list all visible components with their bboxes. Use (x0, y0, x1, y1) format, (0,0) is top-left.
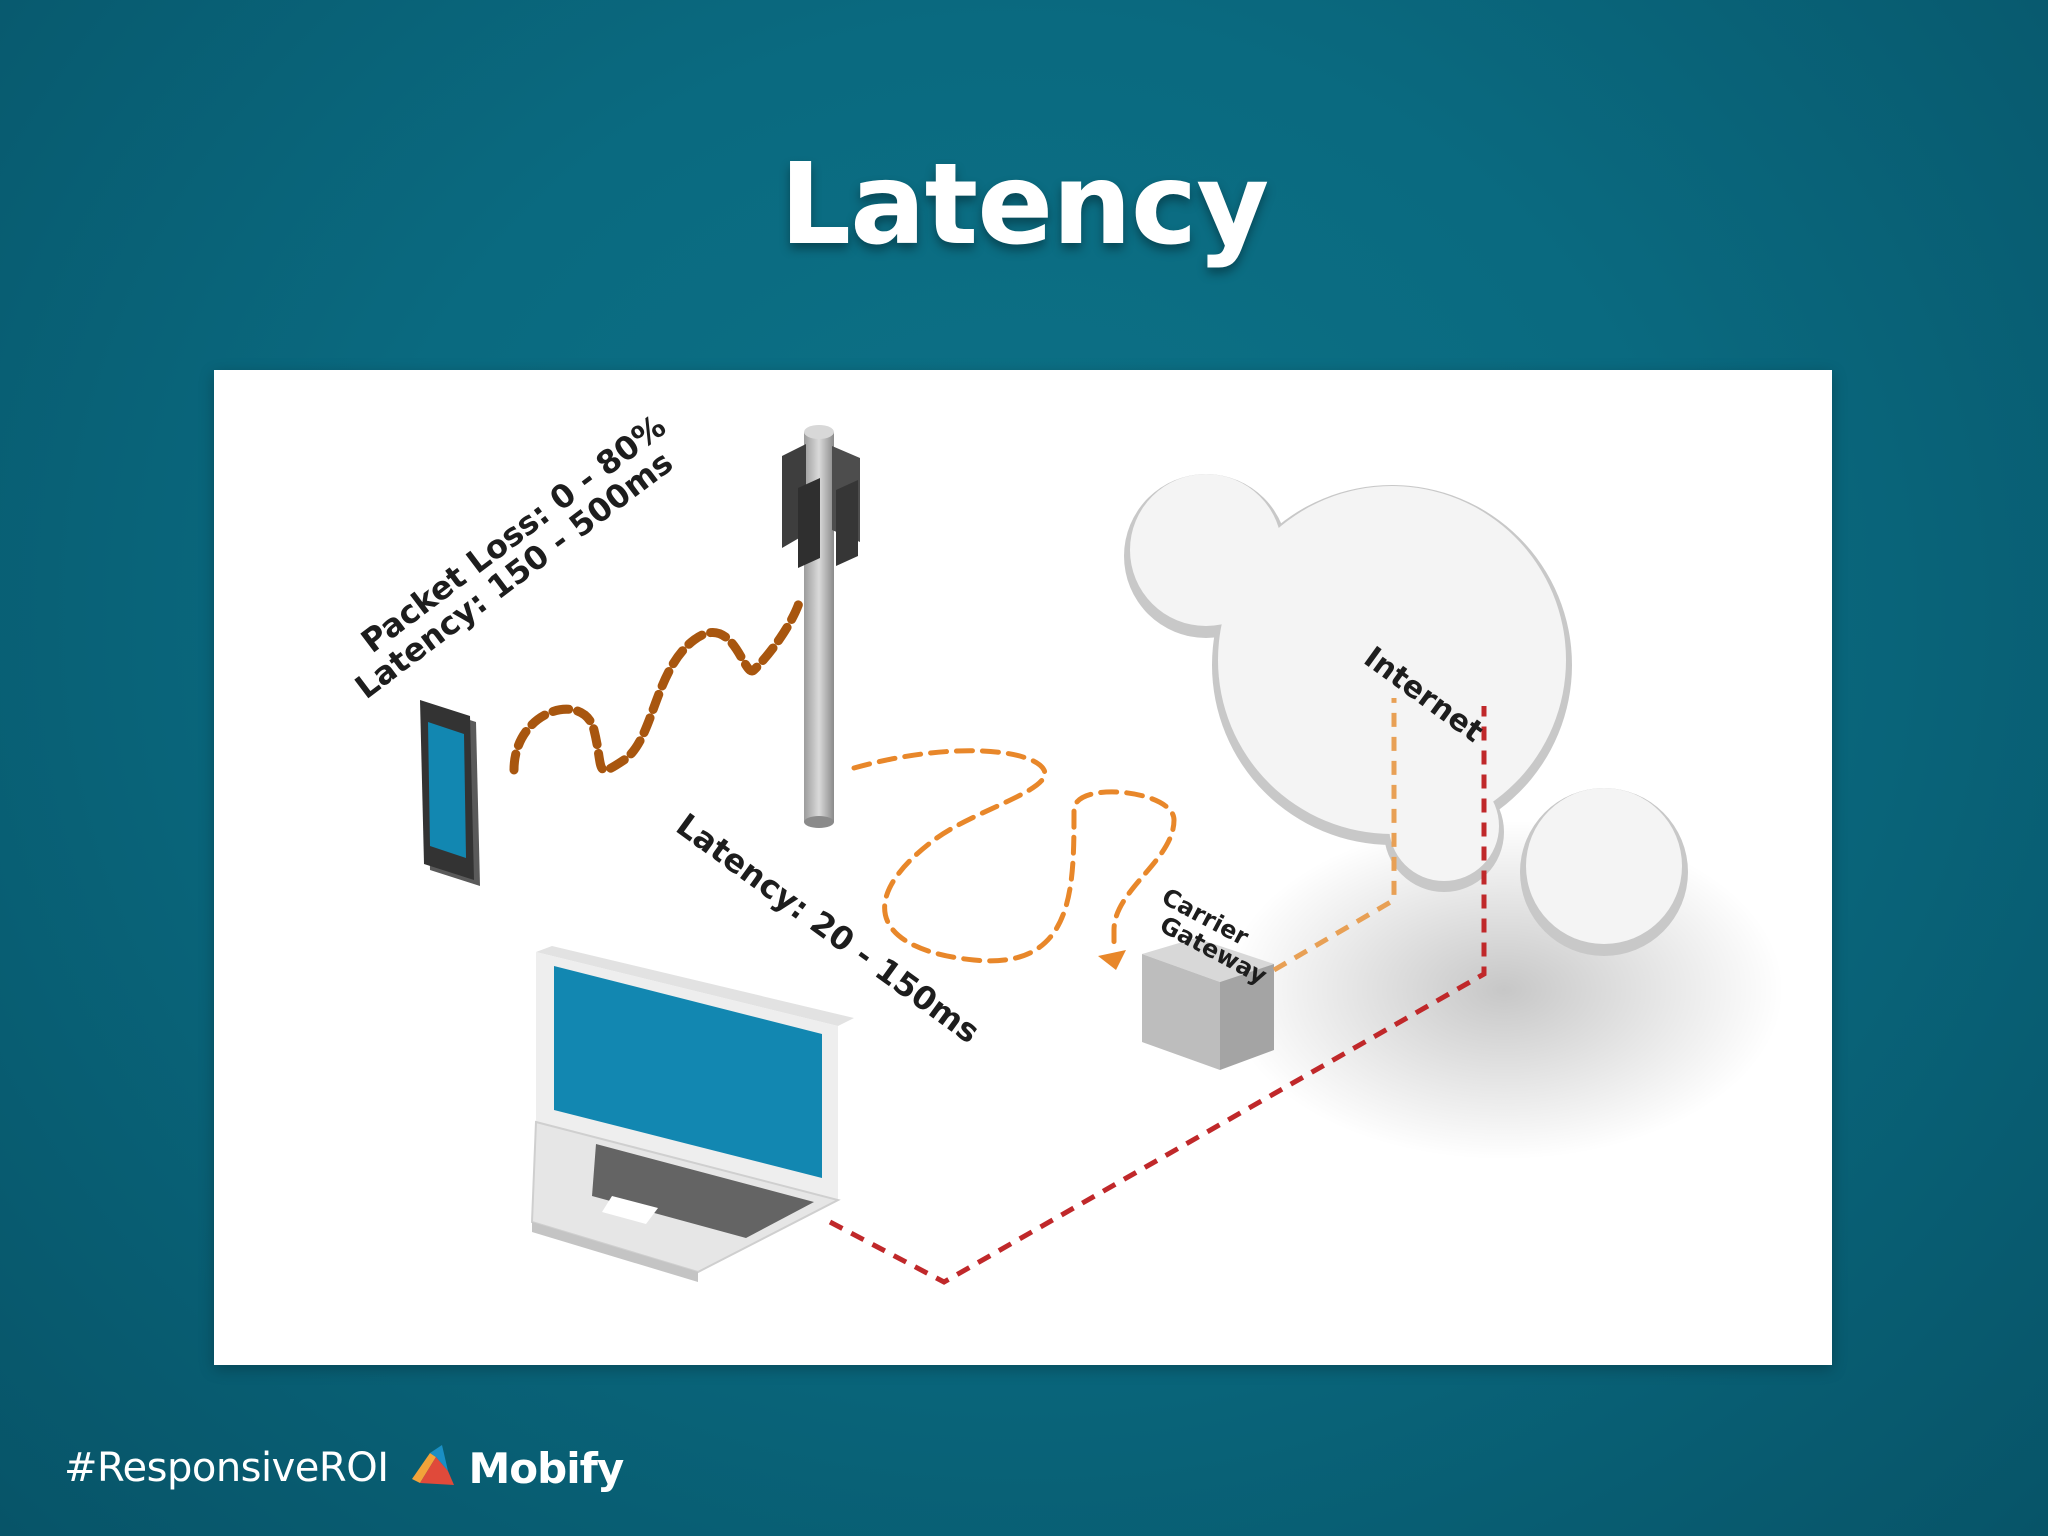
carrier-path (851, 748, 1177, 964)
wired-path (828, 706, 1487, 1285)
laptop-icon (530, 946, 854, 1282)
footer: #ResponsiveROI Mobify (64, 1438, 624, 1498)
mobify-logo-icon (412, 1445, 455, 1485)
latency-diagram: Packet Loss: 0 - 80% Latency: 150 - 500m… (214, 370, 1832, 1365)
carrier-gateway-icon (1142, 938, 1274, 1070)
gateway-internet-path (1272, 698, 1397, 973)
diagram-canvas: Packet Loss: 0 - 80% Latency: 150 - 500m… (348, 407, 1784, 1285)
mobile-phone-icon (420, 700, 480, 886)
mobify-logo: Mobify (408, 1443, 624, 1493)
wireless-latency-label: Latency: 150 - 500ms (348, 443, 680, 706)
slide-title: Latency (779, 140, 1270, 270)
cloud-shadow (1224, 820, 1784, 1160)
cell-tower-icon (782, 425, 860, 828)
carrier-arrowhead (1098, 950, 1126, 970)
hashtag-text: #ResponsiveROI (64, 1445, 389, 1491)
wireless-path (509, 595, 805, 775)
logo-text: Mobify (468, 1443, 624, 1493)
packet-loss-label: Packet Loss: 0 - 80% (354, 407, 673, 660)
